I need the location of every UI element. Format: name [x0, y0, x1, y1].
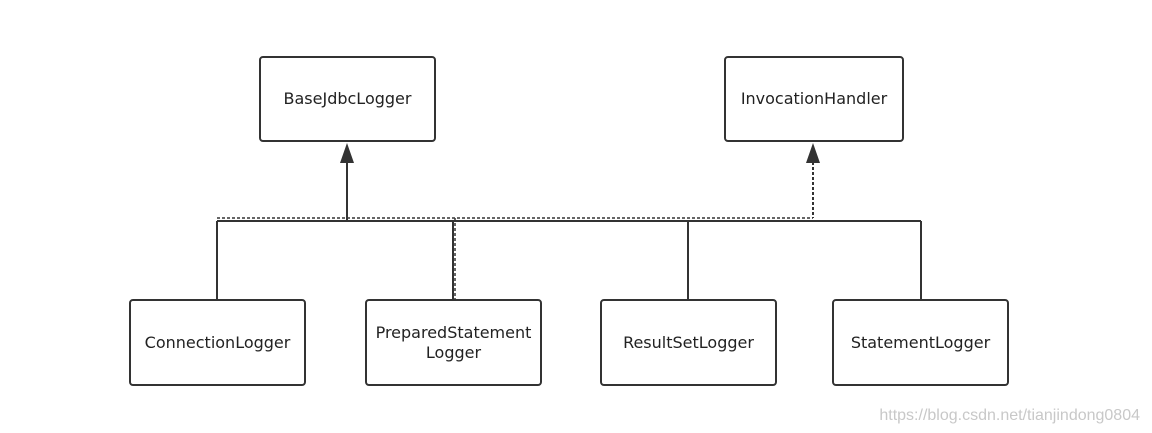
node-prepared-statement-logger: PreparedStatement Logger	[365, 299, 542, 386]
node-invocation-handler: InvocationHandler	[724, 56, 904, 142]
node-connection-logger: ConnectionLogger	[129, 299, 306, 386]
inheritance-arrowhead	[340, 143, 354, 163]
node-result-set-logger: ResultSetLogger	[600, 299, 777, 386]
watermark-text: https://blog.csdn.net/tianjindong0804	[879, 407, 1140, 424]
node-statement-logger: StatementLogger	[832, 299, 1009, 386]
node-base-jdbc-logger: BaseJdbcLogger	[259, 56, 436, 142]
implementation-arrowhead	[806, 143, 820, 163]
